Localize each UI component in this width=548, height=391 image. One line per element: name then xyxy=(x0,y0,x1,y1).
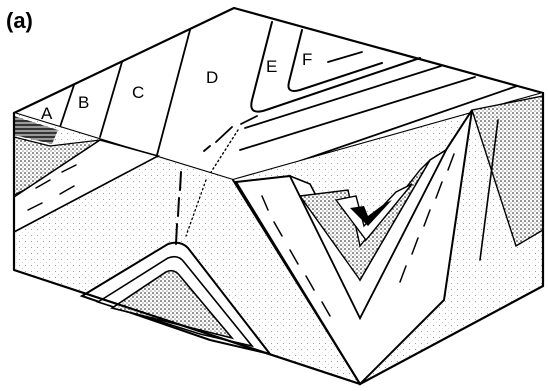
contact-b-c xyxy=(100,62,122,137)
bed-label-b: B xyxy=(78,93,89,112)
bed-label-d: D xyxy=(206,68,218,87)
bed-label-f: F xyxy=(302,50,312,69)
bed-label-c: C xyxy=(132,83,144,102)
contact-a-b xyxy=(60,85,74,127)
bed-label-a: A xyxy=(41,104,53,123)
bed-label-e: E xyxy=(266,57,277,76)
bed-labels: A B C D E F xyxy=(41,50,312,123)
contact-c-d xyxy=(157,30,190,155)
panel-label: (a) xyxy=(6,8,33,33)
